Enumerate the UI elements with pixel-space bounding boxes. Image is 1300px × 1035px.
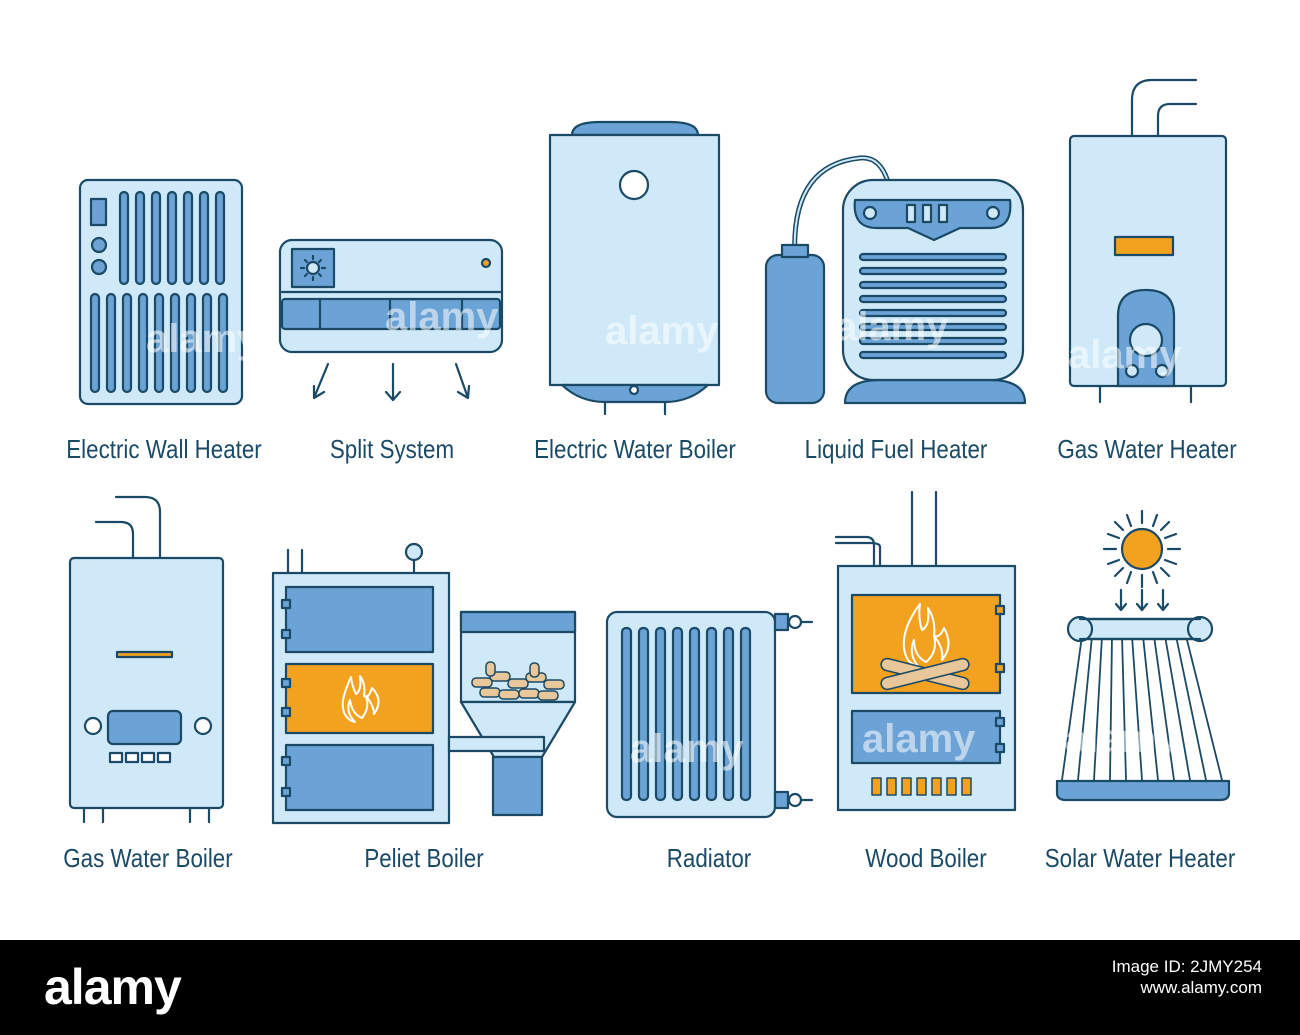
label-pellet-boiler: Peliet Boiler bbox=[364, 843, 484, 873]
watermark: alamy bbox=[835, 305, 949, 349]
watermarks: alamy alamy alamy alamy alamy alamy alam… bbox=[146, 295, 1182, 771]
label-electric-water-boiler: Electric Water Boiler bbox=[534, 434, 736, 464]
electric-wall-heater-icon bbox=[78, 178, 244, 406]
label-split-system: Split System bbox=[329, 434, 455, 464]
footer-info: Image ID: 2JMY254 www.alamy.com bbox=[1112, 956, 1262, 998]
gas-water-boiler-icon bbox=[68, 495, 225, 824]
radiator-icon bbox=[605, 610, 814, 819]
label-wood-boiler: Wood Boiler bbox=[865, 843, 987, 873]
split-system-icon bbox=[278, 238, 504, 402]
label-radiator: Radiator bbox=[666, 843, 752, 873]
watermark: alamy bbox=[630, 727, 744, 771]
heating-equipment-illustration: alamy alamy alamy alamy alamy alamy alam… bbox=[68, 78, 1231, 825]
solar-water-heater-icon bbox=[1055, 509, 1231, 802]
label-solar-water-heater: Solar Water Heater bbox=[1044, 843, 1236, 873]
electric-water-boiler-icon bbox=[548, 120, 721, 416]
label-liquid-fuel-heater: Liquid Fuel Heater bbox=[804, 434, 988, 464]
stock-footer-bar: alamy Image ID: 2JMY254 www.alamy.com bbox=[0, 940, 1300, 1035]
brand-logo: alamy bbox=[44, 959, 182, 1015]
watermark: alamy bbox=[862, 717, 976, 761]
label-gas-water-boiler: Gas Water Boiler bbox=[63, 843, 233, 873]
watermark: alamy bbox=[146, 317, 260, 361]
pellet-boiler-icon bbox=[271, 542, 577, 825]
label-electric-wall-heater: Electric Wall Heater bbox=[66, 434, 262, 464]
label-gas-water-heater: Gas Water Heater bbox=[1057, 434, 1237, 464]
watermark: alamy bbox=[1068, 333, 1182, 377]
watermark: alamy bbox=[1065, 717, 1179, 761]
watermark: alamy bbox=[605, 309, 719, 353]
image-id-text: Image ID: 2JMY254 bbox=[1111, 957, 1262, 976]
gas-water-heater-icon bbox=[1068, 78, 1228, 404]
website-text: www.alamy.com bbox=[1140, 978, 1262, 997]
watermark: alamy bbox=[385, 295, 499, 339]
wood-boiler-icon bbox=[834, 490, 1017, 812]
liquid-fuel-heater-icon bbox=[764, 155, 1027, 405]
